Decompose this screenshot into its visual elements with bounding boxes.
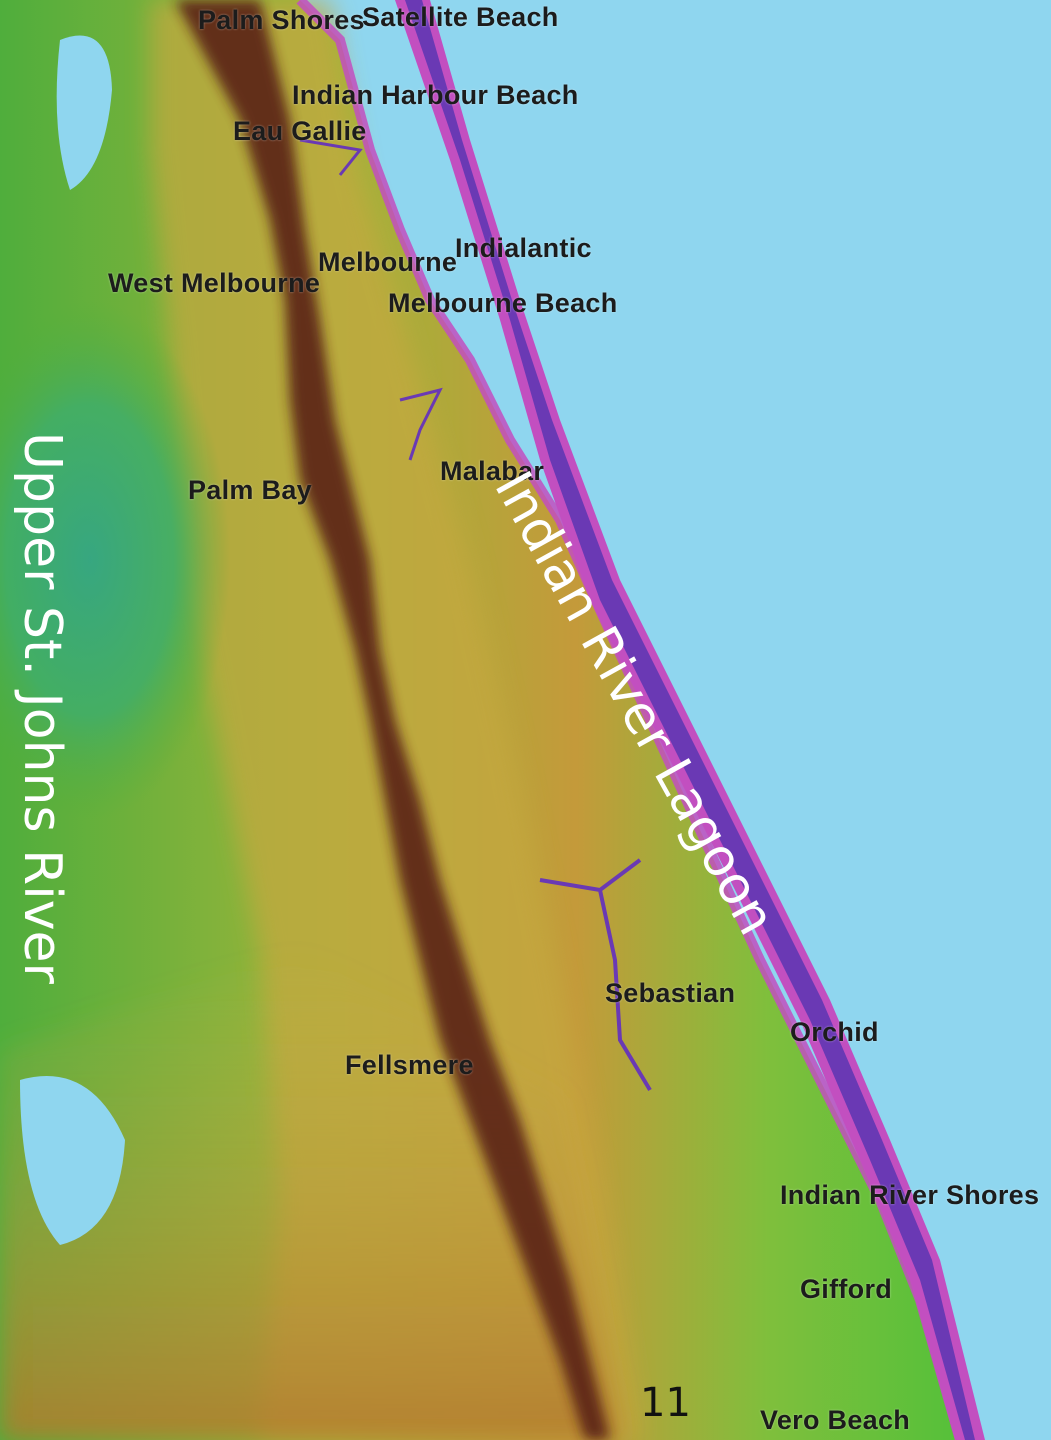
place-label-melbourne: Melbourne: [318, 247, 458, 277]
creek-turkey: [399, 387, 443, 461]
place-label-orchid: Orchid: [790, 1017, 879, 1047]
place-label-vero-beach: Vero Beach: [760, 1405, 911, 1435]
creek-eau-gallie: [299, 138, 363, 176]
southern-lake: [20, 1076, 125, 1245]
wetland-zone: [0, 300, 230, 820]
place-label-gifford: Gifford: [800, 1274, 893, 1304]
place-label-eau-gallie: Eau Gallie: [233, 116, 367, 146]
place-label-satellite-beach: Satellite Beach: [362, 2, 559, 32]
place-label-palm-shores: Palm Shores: [198, 5, 365, 35]
place-label-sebastian: Sebastian: [605, 978, 736, 1008]
creek-sebastian: [539, 858, 652, 1092]
place-label-indialantic: Indialantic: [455, 233, 592, 263]
place-label-palm-bay: Palm Bay: [188, 475, 312, 505]
northern-lake: [56, 35, 112, 190]
page-number: 11: [640, 1380, 691, 1426]
place-label-fellsmere: Fellsmere: [345, 1050, 474, 1080]
barrier-island-core: [405, 0, 975, 1440]
ridge-crest: [175, 0, 610, 1440]
place-label-west-melbourne: West Melbourne: [108, 268, 321, 298]
place-label-malabar: Malabar: [440, 456, 545, 486]
place-label-indian-river-shores: Indian River Shores: [780, 1180, 1040, 1210]
place-label-indian-harbour-beach: Indian Harbour Beach: [292, 80, 579, 110]
place-label-melbourne-beach: Melbourne Beach: [388, 288, 618, 318]
water-label-upper-st-johns-river: Upper St. Johns River: [12, 432, 72, 984]
